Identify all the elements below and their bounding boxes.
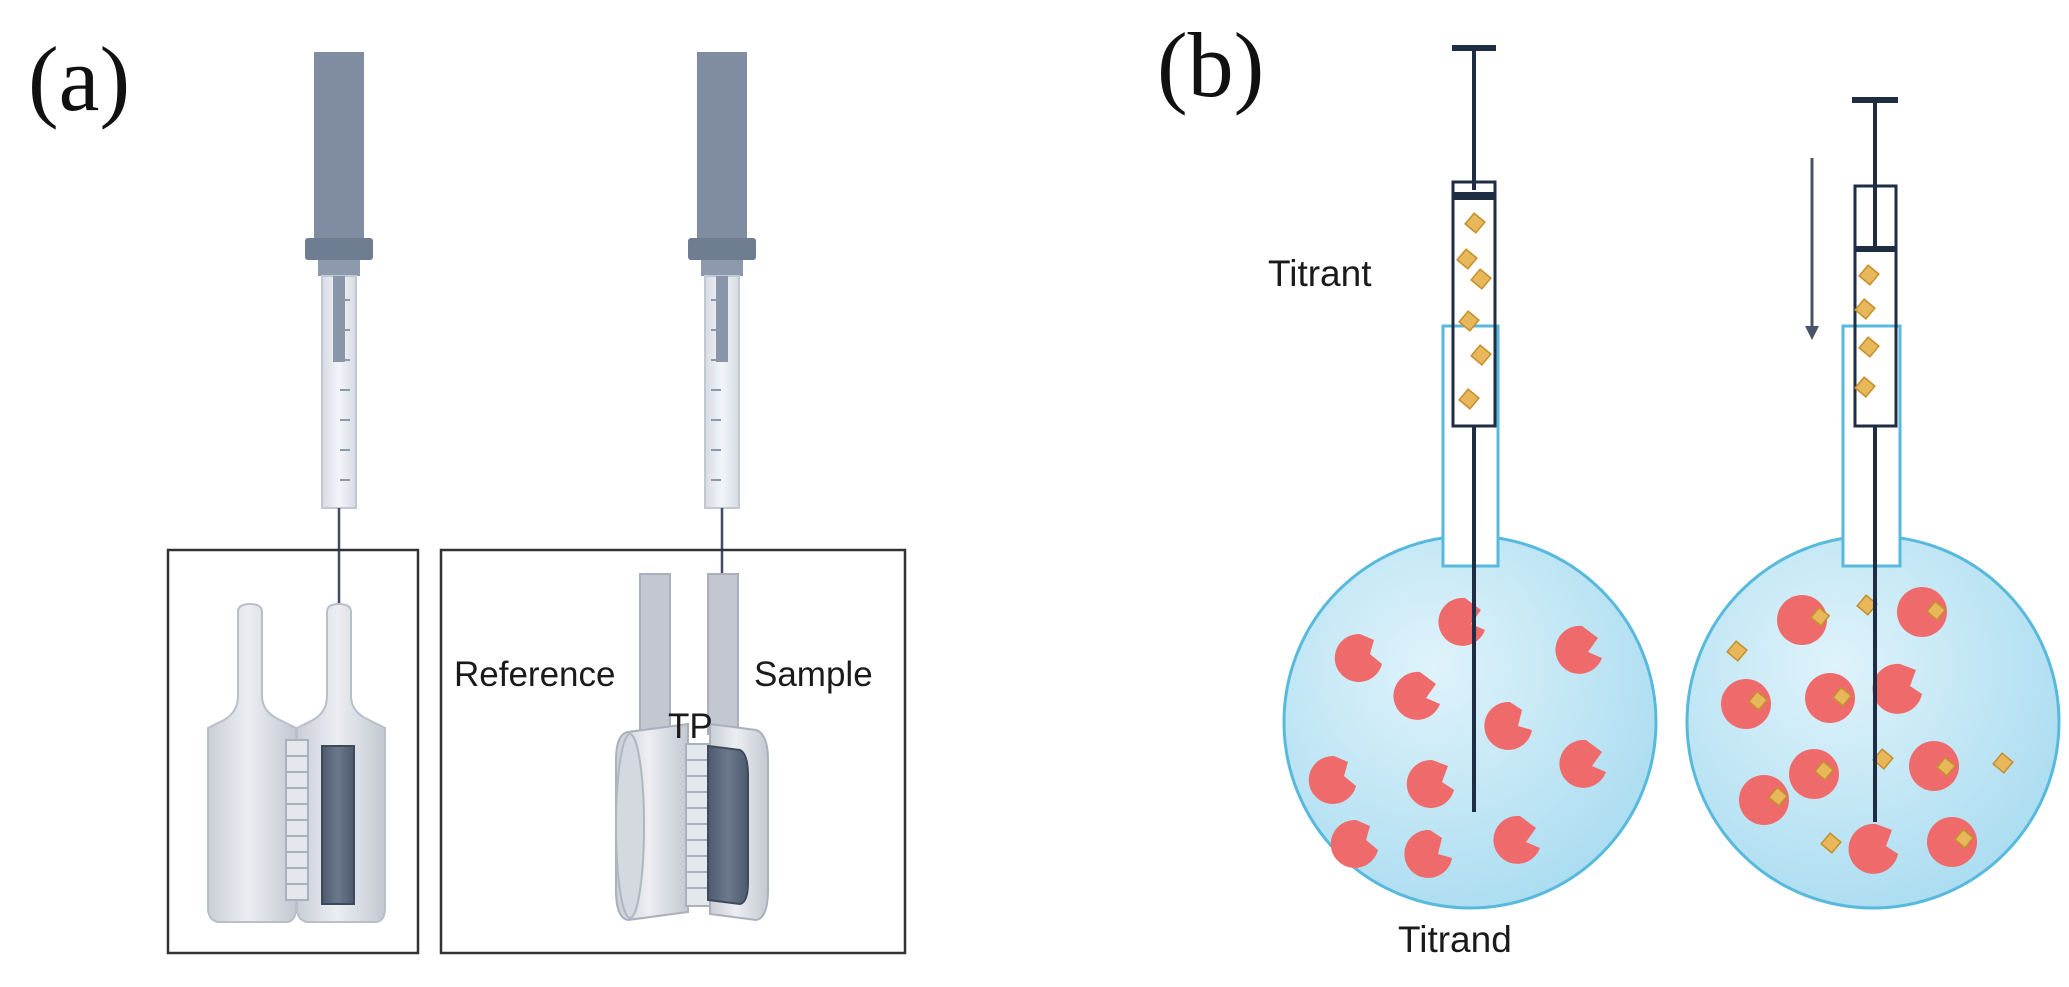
down-arrow [1805, 158, 1819, 340]
flask-left-syringe [1451, 45, 1497, 812]
label-titrant: Titrant [1268, 253, 1372, 294]
flask-right-neck [1841, 324, 1902, 568]
flask-right [1685, 97, 2061, 910]
flask-left-plunger-head [1453, 192, 1495, 200]
flask-right-bound-ligands [1747, 600, 1975, 849]
syringe-right-neck [701, 260, 743, 276]
panel-b: (b) [1157, 14, 2061, 960]
syringe-left-plunger [333, 276, 345, 362]
syringe-left-handle [314, 52, 364, 240]
label-sample: Sample [754, 655, 873, 694]
flask-left [1282, 45, 1658, 910]
syringe-left-collar [305, 238, 373, 260]
syringe-right-graduations [711, 299, 721, 481]
panel-a: (a) [28, 28, 907, 955]
syringe-right-handle [697, 52, 747, 240]
sample-cell-right [707, 573, 769, 922]
flask-right-free-ligands [1726, 594, 2014, 854]
syringe-right-collar [688, 238, 756, 260]
cell-connector-left [285, 739, 309, 901]
sample-cell-right-interior [707, 744, 749, 906]
panel-a-left-box [166, 548, 420, 955]
flask-left-neck [1441, 324, 1500, 568]
reference-cell-right [615, 573, 689, 922]
panel-a-right-box [439, 548, 907, 955]
syringe-left-graduations [340, 299, 350, 481]
syringe-right [688, 52, 756, 760]
flask-right-plunger-head [1855, 246, 1896, 252]
syringe-right-plunger [716, 276, 728, 362]
label-tp: TP [668, 707, 713, 746]
flask-left-titrant-ligands [1456, 212, 1492, 410]
reference-cell-left [207, 602, 297, 923]
label-reference: Reference [454, 655, 615, 694]
panel-b-letter: (b) [1157, 14, 1264, 116]
sample-cell-left-interior [321, 745, 355, 905]
label-titrand: Titrand [1398, 919, 1512, 960]
flask-right-titrant-ligands [1854, 264, 1880, 398]
sample-cell-left [296, 602, 386, 923]
flask-right-syringe [1852, 97, 1898, 822]
syringe-left [305, 52, 373, 760]
panel-a-letter: (a) [28, 28, 130, 130]
syringe-left-neck [318, 260, 360, 276]
